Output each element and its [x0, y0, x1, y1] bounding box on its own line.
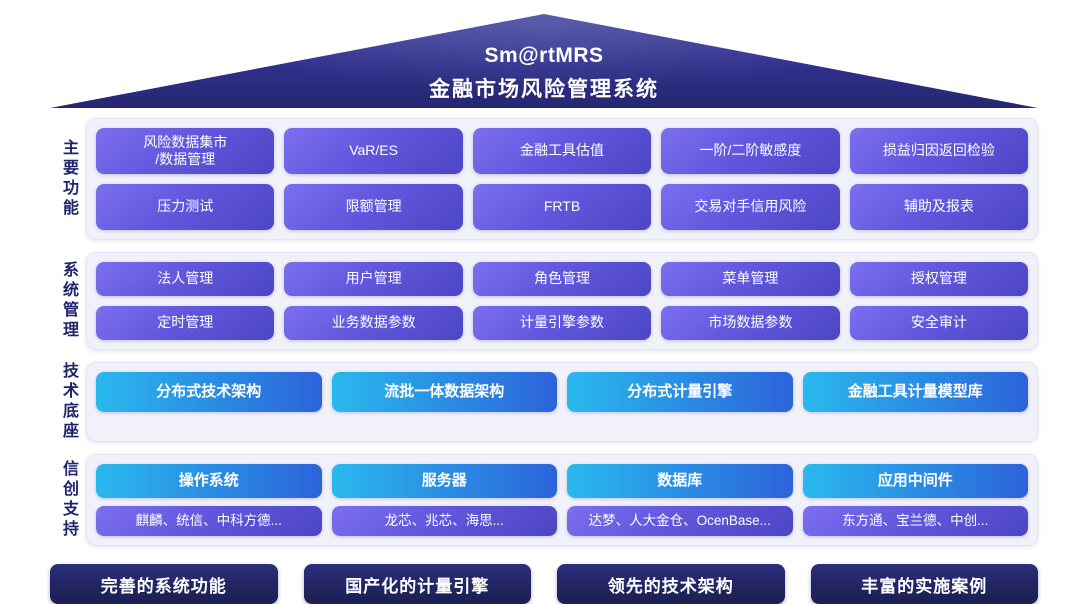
admin-block: 市场数据参数: [661, 306, 840, 340]
vendor-block: 达梦、人大金仓、OcenBase...: [567, 506, 793, 536]
section-label-xinchuang: 信创支持: [60, 460, 77, 540]
panel-main-functions: 风险数据集市 /数据管理 VaR/ES 金融工具估值 一阶/二阶敏感度 损益归因…: [86, 118, 1038, 240]
feature-block: 辅助及报表: [849, 184, 1029, 230]
tech-block: 流批一体数据架构: [331, 372, 557, 412]
section-system-management: 系统管理 法人管理 用户管理 角色管理 菜单管理 授权管理 定时管理 业务数据参…: [50, 252, 1038, 350]
xinchuang-vendor-row: 麒麟、统信、中科方德... 龙芯、兆芯、海思... 达梦、人大金仓、OcenBa…: [96, 506, 1028, 536]
panel-xinchuang: 操作系统 服务器 数据库 应用中间件 麒麟、统信、中科方德... 龙芯、兆芯、海…: [86, 454, 1038, 546]
footer-highlights: 完善的系统功能 国产化的计量引擎 领先的技术架构 丰富的实施案例: [50, 564, 1038, 604]
main-functions-row-2: 压力测试 限额管理 FRTB 交易对手信用风险 辅助及报表: [96, 184, 1029, 230]
admin-block: 法人管理: [96, 262, 275, 296]
feature-block: 风险数据集市 /数据管理: [96, 128, 275, 174]
section-xinchuang: 信创支持 操作系统 服务器 数据库 应用中间件 麒麟、统信、中科方德... 龙芯…: [50, 454, 1038, 546]
section-tech-base: 技术底座 分布式技术架构 流批一体数据架构 分布式计量引擎 金融工具计量模型库: [50, 362, 1038, 442]
feature-block: VaR/ES: [284, 128, 463, 174]
category-block: 操作系统: [96, 464, 322, 498]
feature-block: 损益归因返回检验: [849, 128, 1029, 174]
vendor-block: 麒麟、统信、中科方德...: [96, 506, 322, 536]
roof-text: Sm@rtMRS 金融市场风险管理系统: [50, 44, 1038, 103]
admin-block: 用户管理: [284, 262, 463, 296]
admin-block: 菜单管理: [661, 262, 840, 296]
system-title: 金融市场风险管理系统: [429, 78, 659, 101]
vendor-block: 龙芯、兆芯、海思...: [331, 506, 557, 536]
feature-block: 金融工具估值: [472, 128, 652, 174]
admin-block: 角色管理: [472, 262, 652, 296]
category-block: 应用中间件: [802, 464, 1028, 498]
category-block: 数据库: [567, 464, 793, 498]
footer-block: 完善的系统功能: [50, 564, 278, 604]
admin-block: 定时管理: [96, 306, 275, 340]
feature-block: 压力测试: [96, 184, 275, 230]
tech-base-row: 分布式技术架构 流批一体数据架构 分布式计量引擎 金融工具计量模型库: [96, 372, 1028, 412]
admin-block: 安全审计: [849, 306, 1029, 340]
section-label-main-functions: 主要功能: [60, 139, 77, 219]
footer-block: 领先的技术架构: [557, 564, 785, 604]
tech-block: 金融工具计量模型库: [802, 372, 1028, 412]
system-management-row-1: 法人管理 用户管理 角色管理 菜单管理 授权管理: [96, 262, 1029, 296]
admin-block: 授权管理: [849, 262, 1029, 296]
panel-system-management: 法人管理 用户管理 角色管理 菜单管理 授权管理 定时管理 业务数据参数 计量引…: [86, 252, 1038, 350]
feature-block: 限额管理: [284, 184, 463, 230]
footer-block: 国产化的计量引擎: [303, 564, 531, 604]
section-label-system-management: 系统管理: [60, 261, 77, 341]
section-label-tech-base: 技术底座: [60, 362, 77, 442]
brand-name: Sm@rtMRS: [484, 44, 604, 67]
tech-block: 分布式技术架构: [96, 372, 322, 412]
tech-block: 分布式计量引擎: [567, 372, 793, 412]
system-management-row-2: 定时管理 业务数据参数 计量引擎参数 市场数据参数 安全审计: [96, 306, 1029, 340]
feature-block: 一阶/二阶敏感度: [661, 128, 840, 174]
section-main-functions: 主要功能 风险数据集市 /数据管理 VaR/ES 金融工具估值 一阶/二阶敏感度…: [50, 118, 1038, 240]
main-functions-row-1: 风险数据集市 /数据管理 VaR/ES 金融工具估值 一阶/二阶敏感度 损益归因…: [96, 128, 1029, 174]
category-block: 服务器: [331, 464, 557, 498]
xinchuang-category-row: 操作系统 服务器 数据库 应用中间件: [96, 464, 1028, 498]
panel-tech-base: 分布式技术架构 流批一体数据架构 分布式计量引擎 金融工具计量模型库: [86, 362, 1038, 442]
feature-block: FRTB: [472, 184, 652, 230]
feature-block: 交易对手信用风险: [661, 184, 840, 230]
admin-block: 计量引擎参数: [472, 306, 652, 340]
admin-block: 业务数据参数: [284, 306, 463, 340]
roof-banner: Sm@rtMRS 金融市场风险管理系统: [50, 14, 1038, 108]
footer-block: 丰富的实施案例: [810, 564, 1038, 604]
vendor-block: 东方通、宝兰德、中创...: [802, 506, 1028, 536]
